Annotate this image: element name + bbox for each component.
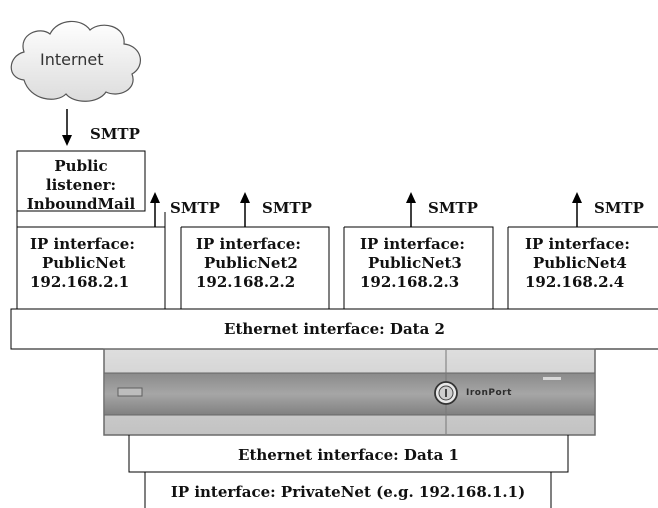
ip-interface-outlines [16, 211, 658, 309]
ip-interface-publicnet3: IP interface: PublicNet3 192.168.2.3 [360, 235, 465, 292]
outbound-smtp-label-3: SMTP [428, 199, 478, 217]
ip-interface-title: IP interface: [360, 235, 465, 253]
appliance [103, 348, 596, 436]
ip-interface-address: 192.168.2.4 [525, 273, 625, 291]
ip-interface-name: PublicNet3 [368, 254, 462, 272]
ethernet-data1-outline [128, 435, 569, 473]
outbound-smtp-label-2: SMTP [262, 199, 312, 217]
ip-interface-name: PublicNet4 [533, 254, 627, 272]
ip-interface-name: PublicNet2 [204, 254, 298, 272]
ip-interface-publicnet: IP interface: PublicNet 192.168.2.1 [30, 235, 135, 292]
listener-line1: Public [54, 157, 108, 175]
listener-box-outline [16, 150, 146, 212]
ip-interface-address: 192.168.2.2 [196, 273, 296, 291]
ip-interface-publicnet4: IP interface: PublicNet4 192.168.2.4 [525, 235, 630, 292]
ip-interface-title: IP interface: [196, 235, 301, 253]
internet-label: Internet [40, 50, 104, 69]
ethernet-data2-label: Ethernet interface: Data 2 [224, 320, 445, 338]
ip-interface-publicnet2: IP interface: PublicNet2 192.168.2.2 [196, 235, 301, 292]
inbound-smtp-label: SMTP [90, 125, 140, 143]
outbound-arrows [150, 192, 582, 227]
ip-interface-address: 192.168.2.1 [30, 273, 130, 291]
internet-cloud [10, 20, 141, 102]
listener-line2: listener: [45, 176, 117, 194]
outbound-smtp-label-4: SMTP [594, 199, 644, 217]
appliance-brand-logo: IronPort [466, 388, 512, 398]
outbound-smtp-label-1: SMTP [170, 199, 220, 217]
ethernet-data1-label: Ethernet interface: Data 1 [238, 446, 459, 464]
ip-interface-address: 192.168.2.3 [360, 273, 460, 291]
ip-interface-title: IP interface: [30, 235, 135, 253]
private-interface-label: IP interface: PrivateNet (e.g. 192.168.1… [170, 483, 526, 501]
private-interface-outline [144, 472, 552, 508]
ip-interface-title: IP interface: [525, 235, 630, 253]
ip-interface-name: PublicNet [42, 254, 126, 272]
listener-label: Public listener: InboundMail [17, 157, 145, 214]
listener-line3: InboundMail [26, 195, 136, 213]
inbound-arrow [62, 109, 72, 146]
